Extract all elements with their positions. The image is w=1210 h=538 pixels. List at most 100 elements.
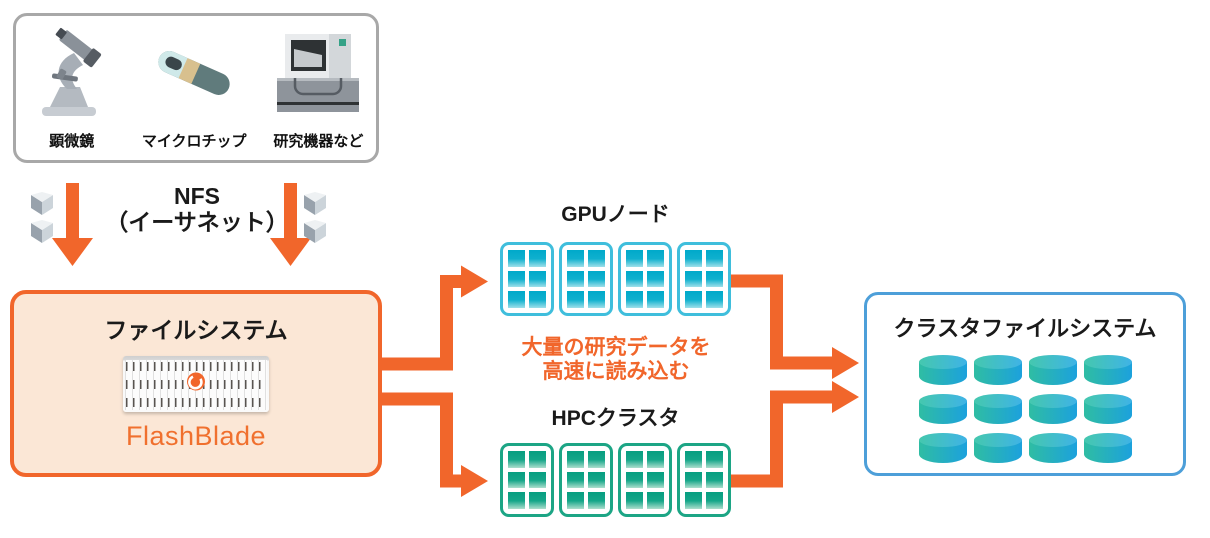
gpu-node-cell [567,250,584,267]
flashblade-server-image [123,356,269,412]
hpc-node-cell [588,471,605,489]
chevron-down-icon [31,192,53,215]
disk-cylinder-icon [1028,355,1077,385]
arrowhead [832,347,859,379]
gpu-node-cell [529,291,546,308]
hpc-node-cell [706,471,723,489]
data-sources-box: 顕微鏡 マイクロチップ [13,13,379,163]
hpc-node-cell [529,471,546,489]
arrow-flashblade-to-hpc [381,392,463,488]
gpu-node-cell [626,270,643,288]
nfs-label: NFS （イーサネット） [84,183,310,235]
gpu-node-cell [626,291,643,308]
nfs-down-arrow-right [270,183,311,266]
disk-cylinder-icon [1083,394,1132,424]
hpc-node-cell [567,492,584,509]
hpc-node-cell [567,471,584,489]
hpc-node [618,443,672,517]
gpu-node-cell [706,291,723,308]
arrowhead [832,381,859,413]
disk-cylinder-icon [973,394,1022,424]
microchip-icon [146,42,242,104]
hpc-node-cell [647,471,664,489]
nfs-down-arrow-left [52,183,93,266]
disk-cylinder-icon [918,394,967,424]
gpu-nodes-title: GPUノード [561,203,670,226]
hpc-node-cell [685,471,702,489]
hpc-node-cell [706,451,723,468]
arrowhead [461,265,488,298]
gpu-node-cell [706,250,723,267]
file-system-title: ファイルシステム [104,317,288,343]
hpc-node-cell [508,451,525,468]
highlight-text: 大量の研究データを 高速に読み込む [495,336,737,384]
arrow-hpc-to-cluster [731,390,834,488]
hpc-node-cell [647,492,664,509]
gpu-node-cell [567,291,584,308]
hpc-cluster-title: HPCクラスタ [551,407,680,430]
gpu-node-cell [647,270,664,288]
gpu-node-cell [508,250,525,267]
hpc-node-cell [508,471,525,489]
gpu-node-cell [529,270,546,288]
hpc-node-cell [685,451,702,468]
gpu-node [559,242,613,316]
hpc-node-cell [626,492,643,509]
flashblade-product-name: FlashBlade [125,421,267,451]
arrow-flashblade-to-gpu [381,275,463,371]
nfs-protocol: NFS [174,183,220,209]
source-item-microchip: マイクロチップ [128,16,261,160]
source-label: 研究機器など [273,133,364,150]
gpu-node-cell [508,291,525,308]
disk-cylinder-icon [973,433,1022,463]
server-tick-row [126,362,266,371]
gpu-node-cell [588,291,605,308]
source-item-microscope: 顕微鏡 [16,16,128,160]
hpc-node [500,443,554,517]
hpc-node-cell [567,451,584,468]
pure-storage-logo-icon [187,372,205,396]
hpc-node-cell [588,492,605,509]
gpu-node [677,242,731,316]
source-item-instrument: 研究機器など [261,16,376,160]
gpu-node [500,242,554,316]
cluster-file-system-box: クラスタファイルシステム [864,292,1186,476]
hpc-node-row [500,443,731,517]
gpu-node-cell [647,291,664,308]
hpc-node-cell [626,451,643,468]
disk-cylinder-icon [973,355,1022,385]
disk-cylinder-icon [918,433,967,463]
nfs-transport: （イーサネット） [105,209,289,235]
hpc-node-cell [685,492,702,509]
disk-grid [918,355,1132,463]
gpu-node-row [500,242,731,316]
source-label: マイクロチップ [141,133,247,150]
disk-cylinder-icon [1083,355,1132,385]
hpc-node-cell [706,492,723,509]
chevron-down-icon [31,220,53,243]
gpu-node-cell [626,250,643,267]
disk-cylinder-icon [1028,433,1077,463]
gpu-node-cell [567,270,584,288]
gpu-node-cell [508,270,525,288]
hpc-node-cell [508,492,525,509]
highlight-line1: 大量の研究データを [521,336,711,359]
gpu-node-cell [588,270,605,288]
source-label: 顕微鏡 [49,133,95,150]
gpu-node-cell [685,291,702,308]
file-system-box: ファイルシステム FlashBlade [10,290,382,477]
disk-cylinder-icon [1083,433,1132,463]
gpu-node-cell [529,250,546,267]
hpc-node-cell [626,471,643,489]
arrow-gpu-to-cluster [731,274,834,370]
hpc-node [677,443,731,517]
research-instrument-icon [273,32,363,114]
microscope-icon [36,25,108,121]
hpc-node [559,443,613,517]
disk-cylinder-icon [1028,394,1077,424]
highlight-line2: 高速に読み込む [542,360,690,383]
gpu-node-cell [647,250,664,267]
gpu-node-cell [685,270,702,288]
